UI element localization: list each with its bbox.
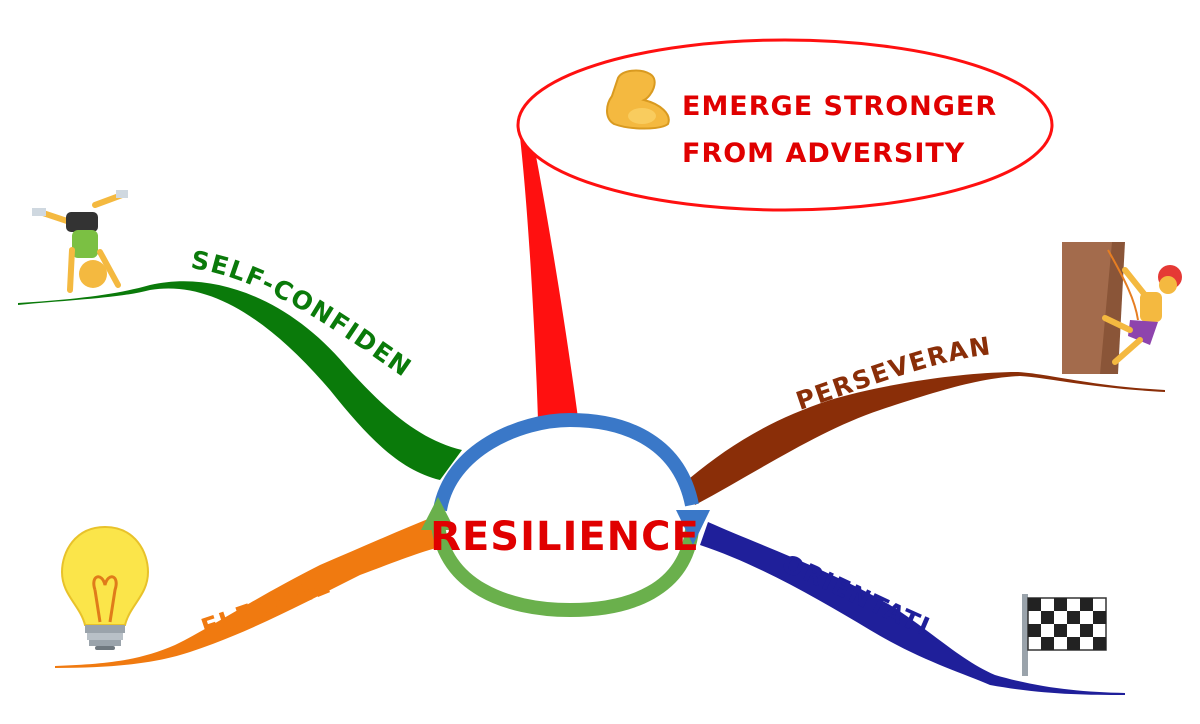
branch-perseverance <box>690 372 1165 505</box>
center-label: RESILIENCE <box>430 514 700 560</box>
branch-orientation <box>700 522 1125 695</box>
branch-flexibility <box>55 515 450 668</box>
flexed-biceps-icon <box>606 69 670 130</box>
checkered-flag-icon <box>1022 594 1107 676</box>
goal-bubble <box>516 38 1054 212</box>
light-bulb-icon <box>60 525 150 650</box>
branch-self-confidence <box>18 281 462 480</box>
branch-label-self-confidence: SELF-CONFIDENCE <box>0 0 417 383</box>
goal-stem <box>518 120 578 420</box>
cycle-arrow-left <box>421 497 455 530</box>
goal-line-2: FROM ADVERSITY <box>682 138 965 169</box>
cartwheel-person-icon <box>32 190 128 293</box>
rock-climber-icon <box>1062 242 1182 374</box>
goal-line-1: EMERGE STRONGER <box>682 91 997 122</box>
resilience-cycle-ring <box>421 412 710 618</box>
cycle-arrow-right <box>676 510 710 545</box>
